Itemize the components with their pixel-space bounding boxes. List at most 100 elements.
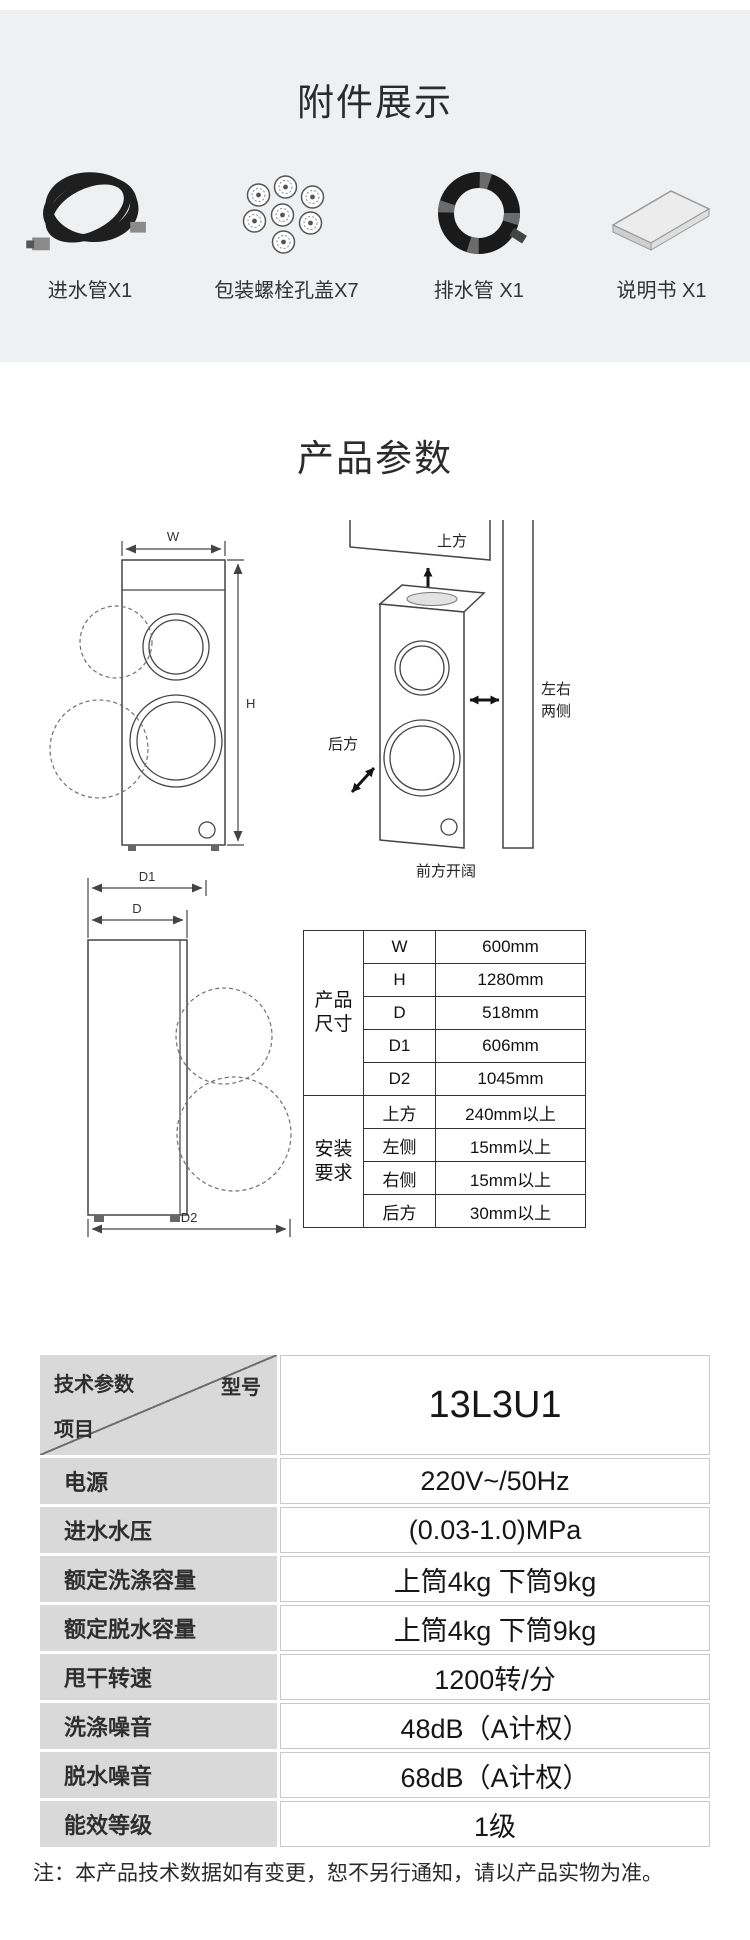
- clearance-diagram: 上方 后方 左右 两侧 前方开阔: [328, 520, 571, 880]
- spec-label: 额定洗涤容量: [40, 1556, 277, 1602]
- clearance-rear-label: 后方: [328, 736, 358, 753]
- table-row: 电源 220V~/50Hz: [40, 1458, 710, 1504]
- accessory-item-inlet-hose: 进水管X1: [26, 162, 154, 303]
- dim-label-d2: D2: [181, 1210, 198, 1225]
- clearance-sides-label-line1: 左右: [541, 681, 571, 698]
- spec-value: 68dB（A计权）: [280, 1752, 710, 1798]
- drain-hose-icon: [419, 162, 539, 264]
- lower-door-open-dashed: [49, 699, 149, 799]
- knob-circle: [198, 821, 216, 839]
- table-row: 后方 30mm以上: [304, 1194, 586, 1228]
- table-row: 洗涤噪音 48dB（A计权）: [40, 1703, 710, 1749]
- dim-value: 606mm: [435, 1029, 586, 1063]
- lower-door-swing-dashed: [176, 1076, 292, 1192]
- dimension-table: 产品 尺寸 W 600mm H 1280mm D 518mm D1 606mm …: [303, 930, 586, 1228]
- dim-value: 15mm以上: [435, 1161, 586, 1195]
- table-row: 额定洗涤容量 上筒4kg 下筒9kg: [40, 1556, 710, 1602]
- accessory-label: 说明书 X1: [616, 280, 707, 302]
- footnote: 注：本产品技术数据如有变更，恕不另行通知，请以产品实物为准。: [33, 1862, 663, 1885]
- dim-label-d1: D1: [139, 869, 156, 884]
- dim-key: 后方: [363, 1194, 436, 1228]
- cabinet-above: [349, 520, 491, 561]
- table-row: H 1280mm: [304, 963, 586, 997]
- spec-label: 甩干转速: [40, 1654, 277, 1700]
- table-row: 左侧 15mm以上: [304, 1128, 586, 1162]
- clearance-sides-label-line2: 两侧: [541, 703, 571, 720]
- table-row: D1 606mm: [304, 1029, 586, 1063]
- spec-label: 洗涤噪音: [40, 1703, 277, 1749]
- front-view-diagram: W H: [49, 529, 255, 851]
- spec-value: 1级: [280, 1801, 710, 1847]
- accessory-label: 排水管 X1: [433, 280, 524, 302]
- upper-door-swing-dashed: [175, 987, 273, 1085]
- dim-value: 1045mm: [435, 1062, 586, 1096]
- accessory-item-bolt-covers: 包装螺栓孔盖X7: [214, 162, 359, 303]
- group-install-requirements: 安装 要求: [303, 1095, 364, 1228]
- spec-label: 能效等级: [40, 1801, 277, 1847]
- dim-value: 30mm以上: [435, 1194, 586, 1228]
- accessory-item-drain-hose: 排水管 X1: [419, 162, 539, 303]
- dim-value: 1280mm: [435, 963, 586, 997]
- table-row: 额定脱水容量 上筒4kg 下筒9kg: [40, 1605, 710, 1651]
- bolt-hole-covers-icon: [214, 162, 358, 264]
- dim-value: 518mm: [435, 996, 586, 1030]
- table-row: 右侧 15mm以上: [304, 1161, 586, 1195]
- upper-door-circle: [142, 613, 210, 681]
- item-label: 项目: [54, 1419, 94, 1441]
- side-view-diagram: D1 D D2: [87, 869, 292, 1237]
- dim-key: D2: [363, 1062, 436, 1096]
- params-title: 产品参数: [297, 438, 453, 479]
- model-label: 型号: [221, 1377, 261, 1399]
- dim-key: D1: [363, 1029, 436, 1063]
- dim-value: 15mm以上: [435, 1128, 586, 1162]
- tech-parameters-table: 技术参数 型号 项目 13L3U1 电源 220V~/50Hz 进水水压 (0.…: [40, 1355, 710, 1850]
- accessory-item-manual: 说明书 X1: [599, 162, 724, 303]
- dim-label-h: H: [246, 696, 255, 711]
- front-open-caption: 前方开阔: [416, 863, 476, 880]
- dimension-diagrams: W H 上方: [49, 520, 571, 1237]
- inlet-hose-icon: [26, 162, 154, 264]
- clearance-top-label: 上方: [437, 533, 467, 550]
- accessory-label: 包装螺栓孔盖X7: [214, 280, 359, 302]
- dim-key: H: [363, 963, 436, 997]
- dim-key: 右侧: [363, 1161, 436, 1195]
- dim-value: 600mm: [435, 930, 586, 964]
- upper-door-open-dashed: [79, 605, 153, 679]
- spec-label: 电源: [40, 1458, 277, 1504]
- spec-label: 额定脱水容量: [40, 1605, 277, 1651]
- rear-clearance-arrow: [350, 766, 376, 794]
- table-row: D2 1045mm: [304, 1062, 586, 1096]
- table-row: D 518mm: [304, 996, 586, 1030]
- side-wall: [502, 520, 534, 849]
- tech-table-header-row: 技术参数 型号 项目 13L3U1: [40, 1355, 710, 1455]
- machine-side-outline: [87, 939, 188, 1216]
- accessories-section: 附件展示 进水管X1: [0, 10, 750, 362]
- table-row: 脱水噪音 68dB（A计权）: [40, 1752, 710, 1798]
- dim-label-d: D: [132, 901, 141, 916]
- group-product-size: 产品 尺寸: [303, 930, 364, 1096]
- spec-value: 1200转/分: [280, 1654, 710, 1700]
- dim-key: D: [363, 996, 436, 1030]
- table-row: 安装 要求 上方 240mm以上: [303, 1095, 586, 1228]
- tech-table-diagonal-cell: 技术参数 型号 项目: [40, 1355, 277, 1455]
- tech-params-label: 技术参数: [54, 1374, 134, 1396]
- table-row: 能效等级 1级: [40, 1801, 710, 1847]
- dim-value: 240mm以上: [435, 1095, 586, 1129]
- accessories-title: 附件展示: [297, 82, 453, 123]
- accessory-label: 进水管X1: [47, 280, 133, 302]
- manual-icon: [599, 162, 724, 264]
- spec-label: 进水水压: [40, 1507, 277, 1553]
- spec-value: (0.03-1.0)MPa: [280, 1507, 710, 1553]
- accessories-row: 进水管X1: [0, 162, 750, 303]
- dim-key: 上方: [363, 1095, 436, 1129]
- spec-label: 脱水噪音: [40, 1752, 277, 1798]
- spec-value: 220V~/50Hz: [280, 1458, 710, 1504]
- table-row: 甩干转速 1200转/分: [40, 1654, 710, 1700]
- model-number: 13L3U1: [280, 1355, 710, 1455]
- table-row: 进水水压 (0.03-1.0)MPa: [40, 1507, 710, 1553]
- spec-value: 48dB（A计权）: [280, 1703, 710, 1749]
- dim-label-w: W: [167, 529, 180, 544]
- table-row: 产品 尺寸 W 600mm: [303, 930, 586, 1096]
- spec-value: 上筒4kg 下筒9kg: [280, 1556, 710, 1602]
